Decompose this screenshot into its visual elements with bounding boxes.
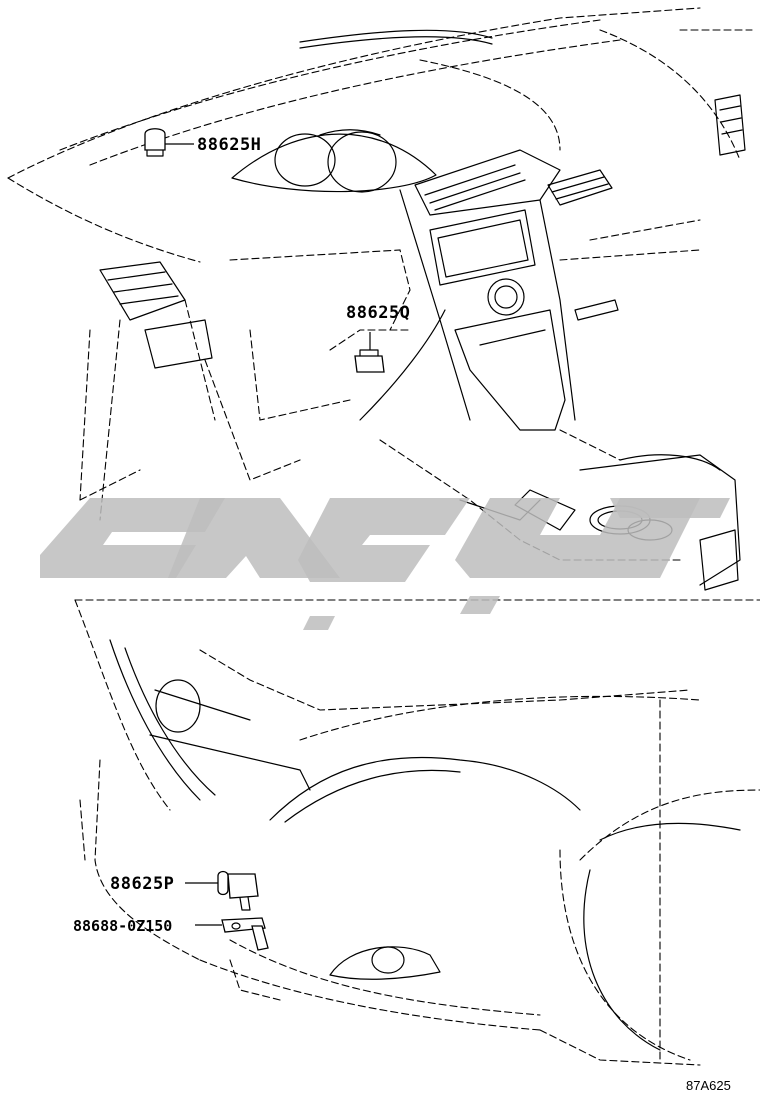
- callout-88688-0Z150: 88688-0Z150: [73, 917, 172, 935]
- watermark-logo: [40, 498, 730, 630]
- callout-88625H: 88625H: [197, 135, 261, 155]
- figure-code: 87A625: [686, 1078, 731, 1093]
- callout-88625P: 88625P: [110, 874, 174, 894]
- bumper-illustration: [74, 599, 760, 1066]
- part-88688-0Z150: [195, 917, 269, 951]
- part-88625Q: [354, 332, 385, 373]
- callout-88625Q: 88625Q: [346, 303, 410, 323]
- part-88625H: [144, 128, 194, 157]
- dashboard-illustration: [7, 7, 760, 601]
- part-88625P: [185, 870, 259, 911]
